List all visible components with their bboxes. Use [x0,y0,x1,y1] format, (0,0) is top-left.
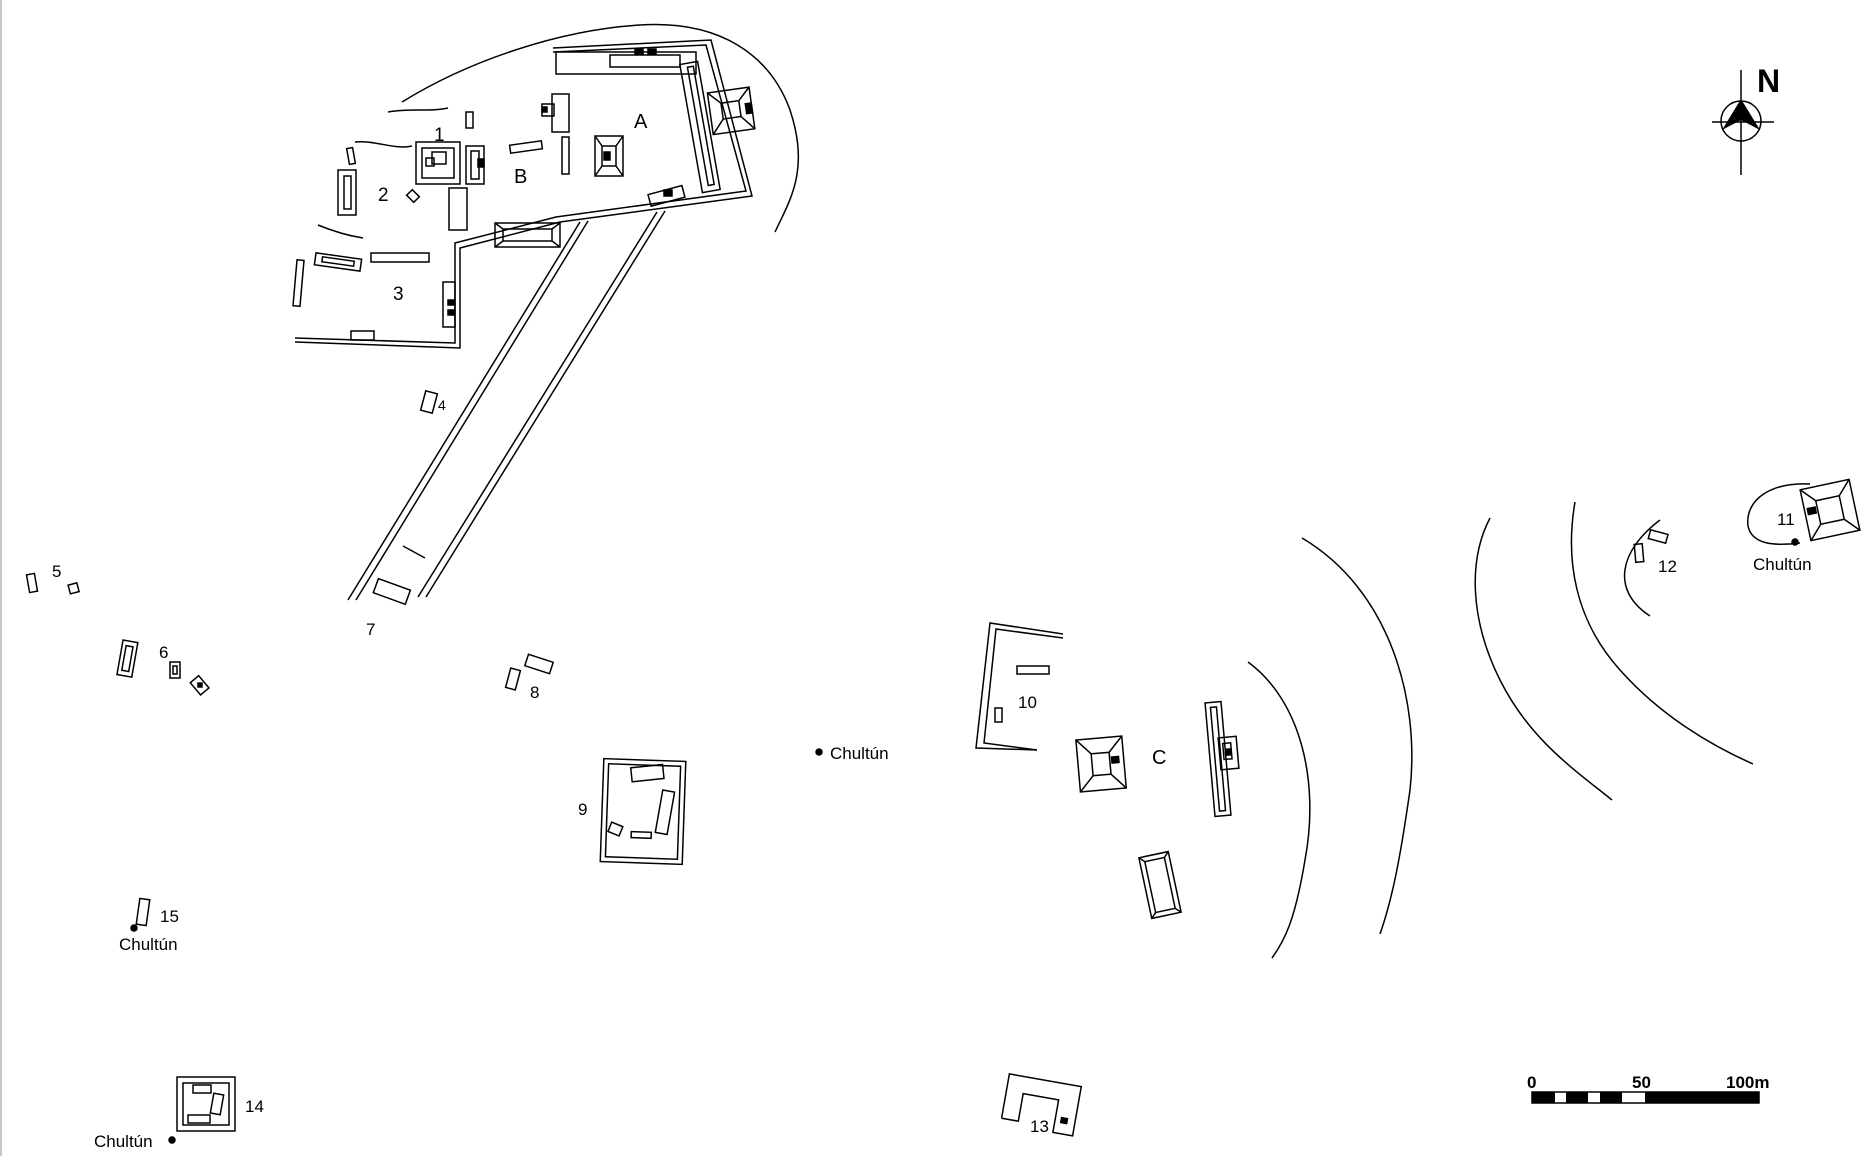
label-structure-13: 13 [1030,1117,1049,1136]
structure-10 [975,622,1064,751]
range-building-south [494,222,561,248]
structure-12-a [1647,528,1669,545]
structure-7 [372,577,412,606]
label-structure-8: 8 [530,683,539,702]
chultun-east-dot [1791,538,1799,546]
contour-3 [1474,517,1613,801]
slope-line-3 [317,224,364,239]
pyramid-central-a [594,135,624,177]
range-building-north [555,51,697,75]
label-structure-10: 10 [1018,693,1037,712]
north-arrow-icon: N [1712,63,1780,175]
slope-line-1 [387,107,449,113]
label-structure-11: 11 [1777,510,1795,529]
label-chultun-center: Chultún [830,744,889,763]
structure-4 [419,389,439,415]
group-label-c: C [1152,747,1166,769]
label-structure-1: 1 [434,125,445,146]
label-structure-14: 14 [245,1097,264,1116]
structure-9 [599,757,687,866]
plateau-contour [401,23,800,233]
group-c-south-platform [1137,850,1183,920]
temple-pyramid-a [706,86,756,136]
contour-2 [1301,537,1413,935]
label-structure-15: 15 [160,907,179,926]
structure-6-a [116,639,139,678]
structure-15 [135,897,151,927]
contour-6 [1747,483,1811,546]
group-label-a: A [634,111,648,133]
group-a-enclosure [294,39,753,349]
scale-bar: 0 50 100m [1527,1073,1769,1104]
label-structure-7: 7 [366,620,375,639]
structure-12-b [1633,542,1645,564]
label-structure-9: 9 [578,800,587,819]
group-c-range-building [1204,700,1240,818]
label-structure-12: 12 [1658,557,1677,576]
structure-1-plaza [415,141,461,185]
chultun-southwest-dot [168,1136,176,1144]
chultun-west-dot [130,924,138,932]
scale-tick-100m: 100m [1726,1073,1769,1092]
label-chultun-west: Chultún [119,935,178,954]
structure-6-b [169,661,181,679]
group-c-pyramid [1075,735,1128,793]
structure-5-b [67,581,81,595]
structure-8-b [523,653,555,675]
contour-4 [1570,501,1754,765]
chultun-center-dot [815,748,823,756]
sacbe-causeway [347,210,666,601]
label-structure-2: 2 [378,185,389,206]
label-structure-3: 3 [393,284,404,305]
label-chultun-southwest: Chultún [94,1132,153,1151]
left-frame-edge [0,0,2,1156]
label-structure-5: 5 [52,562,61,581]
structure-11-pyramid [1799,478,1861,542]
label-structure-4: 4 [438,397,446,413]
slope-line-2 [354,141,413,148]
scale-tick-50: 50 [1632,1073,1651,1092]
structure-13 [1000,1073,1083,1137]
range-building-east [678,60,722,194]
label-chultun-east: Chultún [1753,555,1812,574]
western-structures [25,572,555,927]
structure-6-c [189,674,211,697]
group-label-b: B [514,166,527,188]
scale-tick-0: 0 [1527,1073,1536,1092]
group-a-structures [292,48,756,606]
structure-8-a [504,667,522,691]
structure-5-a [25,572,39,594]
label-structure-6: 6 [159,643,168,662]
north-label: N [1757,63,1780,99]
contour-1 [1247,661,1311,959]
structure-14 [176,1076,236,1132]
contour-5 [1623,519,1661,617]
